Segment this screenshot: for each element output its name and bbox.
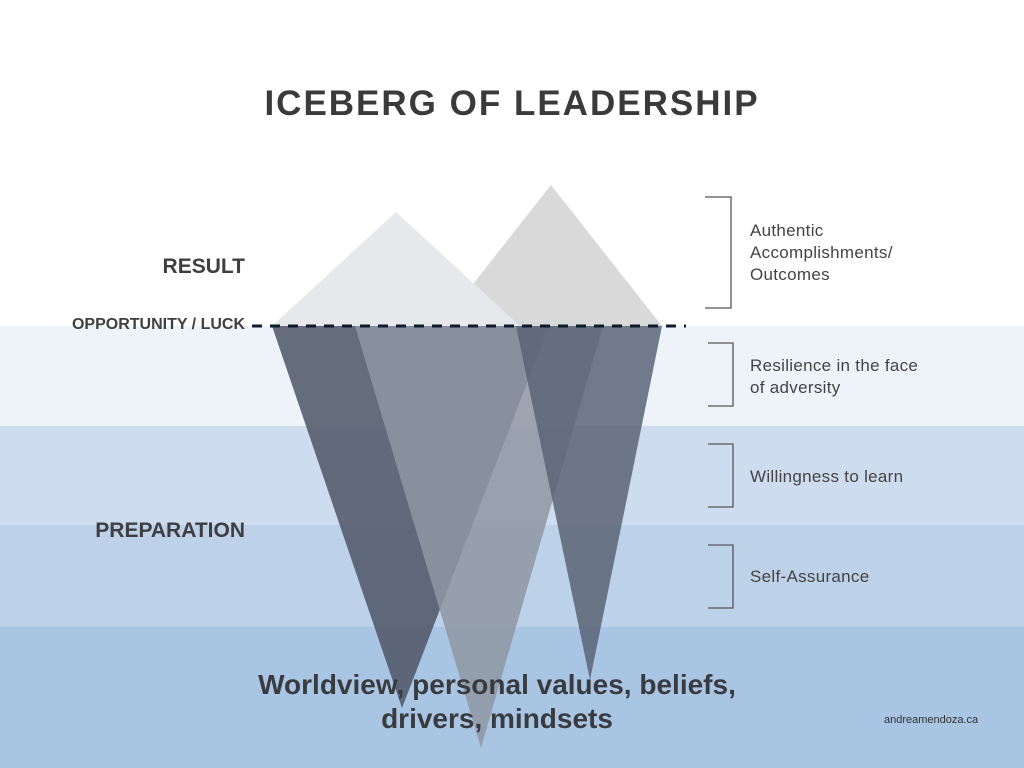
brackets [705,196,734,609]
iceberg-peak-left [272,212,520,326]
desc-line: Outcomes [750,265,830,284]
desc-line: Accomplishments/ [750,243,893,262]
label-preparation: PREPARATION [95,519,245,542]
bracket-3 [708,443,734,508]
desc-line: of adversity [750,378,841,397]
foundation-line-1: Worldview, personal values, beliefs, [258,669,736,700]
bracket-4 [708,544,734,609]
desc-accomplishments: Authentic Accomplishments/ Outcomes [750,220,893,286]
desc-self-assurance: Self-Assurance [750,567,870,586]
label-result: RESULT [162,255,245,278]
desc-resilience: Resilience in the face of adversity [750,355,918,399]
foundation-text: Worldview, personal values, beliefs, dri… [200,668,794,736]
page-title: ICEBERG OF LEADERSHIP [264,84,760,123]
bracket-2 [708,342,734,407]
bracket-1 [705,196,732,309]
desc-line: Authentic [750,221,824,240]
foundation-line-2: drivers, mindsets [381,703,613,734]
water-band-4 [0,627,1024,768]
credit-text: andreamendoza.ca [884,714,979,726]
desc-willingness: Willingness to learn [750,467,904,486]
label-opportunity: OPPORTUNITY / LUCK [71,316,245,333]
iceberg-underwater-right [516,326,662,680]
desc-line: Resilience in the face [750,356,919,375]
iceberg-peak-right [440,185,662,326]
